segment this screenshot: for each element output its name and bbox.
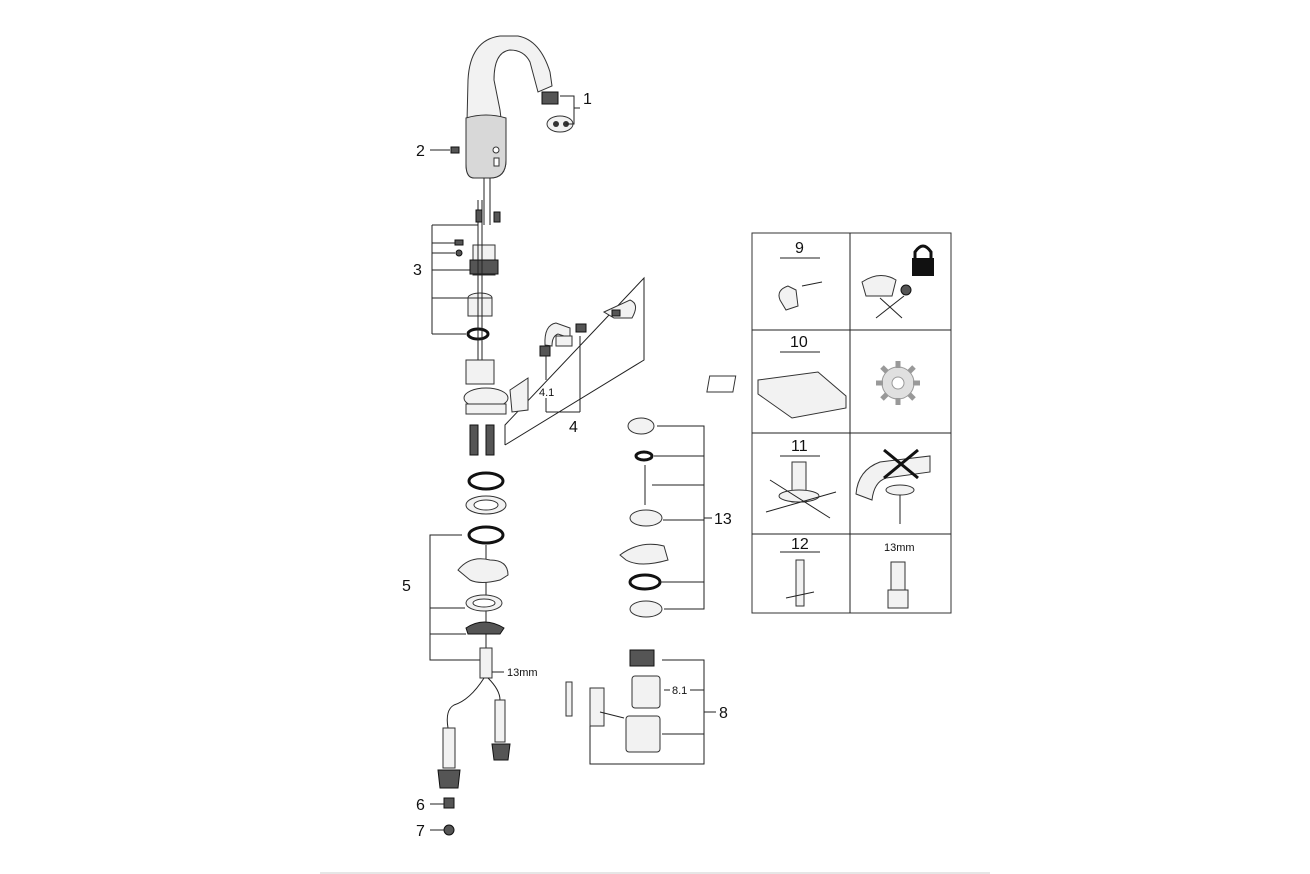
lock-icon — [912, 244, 934, 276]
callout-2: 2 — [416, 143, 425, 160]
handle-assembly — [504, 276, 645, 446]
callout-3: 3 — [413, 262, 422, 279]
gear-icon — [876, 361, 920, 405]
faucet-mount-icon — [855, 448, 931, 524]
callout-1: 1 — [583, 91, 592, 108]
cover-screw-icon — [778, 281, 823, 311]
screw-part — [430, 146, 460, 154]
tool-size-13mm: 13mm — [884, 542, 915, 554]
callout-4-1: 4.1 — [539, 387, 554, 399]
pop-up-waste — [619, 417, 712, 618]
callout-4: 4 — [569, 419, 578, 436]
callout-6: 6 — [416, 797, 425, 814]
aerator-part — [541, 91, 580, 133]
accessory-table: 13mm — [706, 232, 952, 614]
remote-control-icon — [706, 371, 847, 419]
table-row-10: 10 — [790, 334, 808, 351]
supply-hoses — [430, 677, 511, 836]
mounting-screws-icon — [765, 461, 837, 519]
callout-7: 7 — [416, 823, 425, 840]
valve-assembly — [431, 200, 509, 456]
power-supply-box — [565, 649, 716, 765]
socket-wrench-icon — [887, 561, 909, 609]
label-13mm-mounting: 13mm — [507, 667, 538, 679]
callout-8-1: 8.1 — [672, 685, 687, 697]
faucet-body — [465, 35, 553, 225]
callout-5: 5 — [402, 578, 411, 595]
table-row-11: 11 — [791, 438, 808, 455]
table-row-9: 9 — [795, 240, 804, 257]
table-row-12: 12 — [791, 536, 809, 553]
tee-key-icon — [785, 559, 815, 607]
mounting-set — [429, 471, 509, 679]
callout-13: 13 — [714, 511, 732, 528]
callout-8: 8 — [719, 705, 728, 722]
